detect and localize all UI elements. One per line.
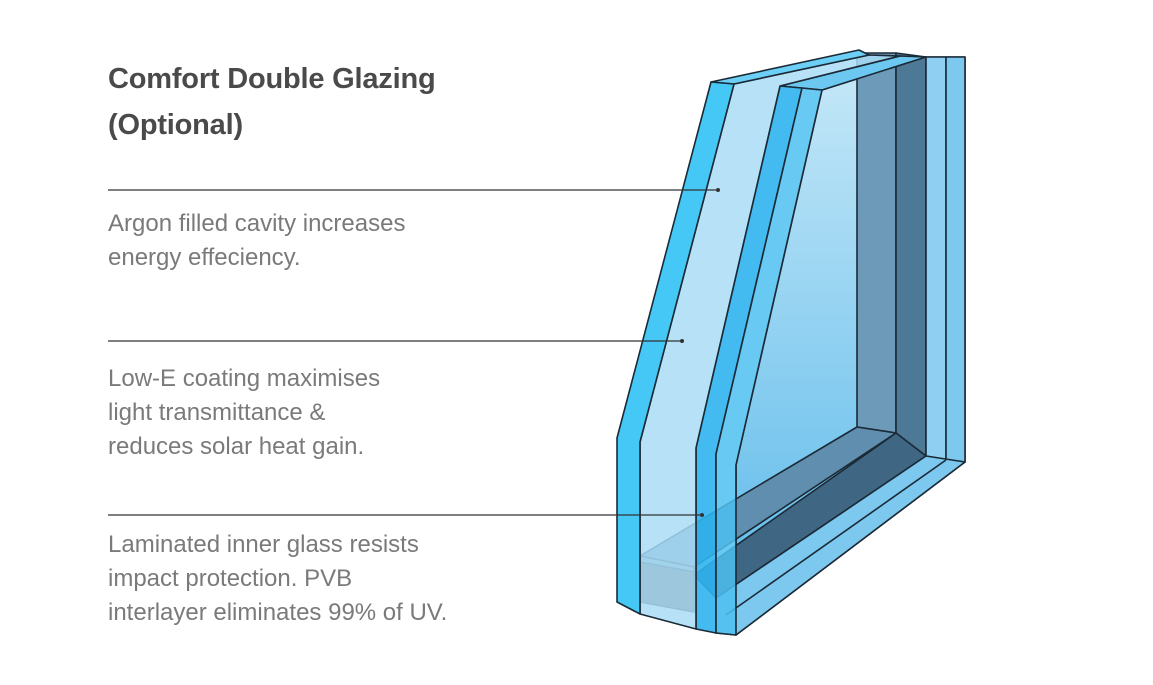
callout-text: impact protection. PVB bbox=[108, 565, 353, 592]
callout-low-e: Low-E coating maximises light transmitta… bbox=[108, 362, 380, 464]
outer-pane-edge bbox=[616, 81, 735, 615]
title-line: Comfort Double Glazing bbox=[108, 63, 436, 95]
leader-dot bbox=[716, 188, 720, 192]
callout-text: reduces solar heat gain. bbox=[108, 433, 365, 460]
callout-text: energy effeciency. bbox=[108, 244, 301, 271]
back-pane-edge-1 bbox=[925, 56, 947, 461]
callout-argon: Argon filled cavity increases energy eff… bbox=[108, 207, 405, 275]
callout-laminated: Laminated inner glass resists impact pro… bbox=[108, 528, 447, 630]
title-line: (Optional) bbox=[108, 109, 243, 141]
back-pane-edge-2 bbox=[945, 56, 966, 463]
leader-dot bbox=[680, 339, 684, 343]
callout-text: Laminated inner glass resists bbox=[108, 531, 419, 558]
bottom-edge-line bbox=[725, 459, 947, 616]
laminated-pane-inner-layer bbox=[715, 87, 823, 636]
callout-text: Argon filled cavity increases bbox=[108, 210, 406, 237]
callout-text: light transmittance & bbox=[108, 399, 326, 426]
frame-back-column bbox=[856, 52, 897, 434]
callout-text: interlayer eliminates 99% of UV. bbox=[108, 599, 448, 626]
diagram-title: Comfort Double Glazing (Optional) bbox=[108, 56, 436, 148]
callout-text: Low-E coating maximises bbox=[108, 365, 381, 392]
leader-dot bbox=[700, 513, 704, 517]
frame-side-column bbox=[895, 52, 927, 457]
